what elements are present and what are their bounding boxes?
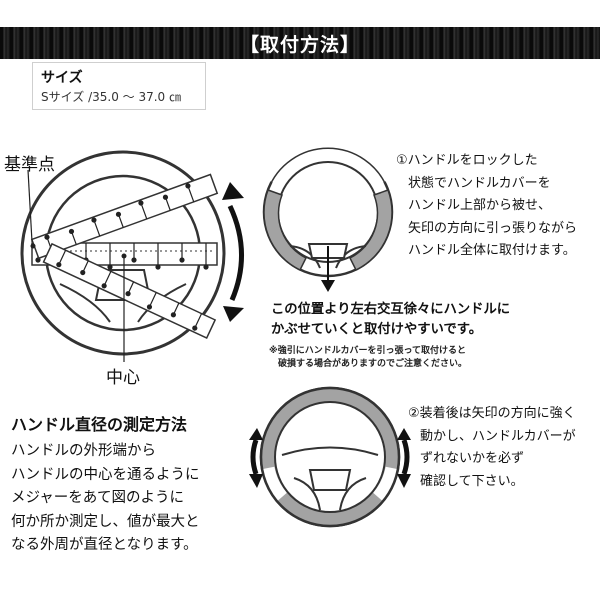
step2-line: 確認して下さい。 xyxy=(420,473,524,489)
measure-line: 何か所か測定し、値が最大と xyxy=(11,513,200,530)
install-wheel-diagram xyxy=(262,144,394,292)
tip-line: この位置より左右交互徐々にハンドルに xyxy=(271,302,511,317)
measure-line: ハンドルの中心を通るように xyxy=(11,466,200,483)
caution-note: ※強引にハンドルカバーを引っ張って取付けると 破損する場合がありますのでご注意く… xyxy=(269,345,467,371)
tip-line: かぶせていくと取付けやすいです。 xyxy=(271,322,483,337)
step2-line: 動かし、ハンドルカバーが xyxy=(420,428,576,444)
install-tip: この位置より左右交互徐々にハンドルに かぶせていくと取付けやすいです。 xyxy=(271,300,510,340)
step2-instructions: ②装着後は矢印の方向に強く 動かし、ハンドルカバーが ずれないかを必ず 確認して… xyxy=(408,403,576,493)
size-heading: サイズ xyxy=(41,70,83,86)
measure-instructions: ハンドルの外形端から ハンドルの中心を通るように メジャーをあて図のように 何か… xyxy=(11,440,200,558)
step1-line: ハンドル上部から被せ、 xyxy=(408,198,552,213)
note-line: 破損する場合がありますのでご注意ください。 xyxy=(269,359,468,369)
measure-heading: ハンドル直径の測定方法 xyxy=(11,415,188,434)
step1-instructions: ①ハンドルをロックした 状態でハンドルカバーを ハンドル上部から被せ、 矢印の方… xyxy=(396,150,577,263)
step2-line: ずれないかを必ず xyxy=(420,451,525,466)
step1-line: 状態でハンドルカバーを xyxy=(408,175,551,191)
measure-line: メジャーをあて図のように xyxy=(11,490,184,506)
measure-line: なる外周が直径となります。 xyxy=(11,537,198,553)
center-label: 中心 xyxy=(106,368,140,388)
page-title: 【取付方法】 xyxy=(239,33,360,56)
step1-line: 矢印の方向に引っ張りながら xyxy=(408,220,578,236)
size-range: Sサイズ /35.0 ～ 37.0 ㎝ xyxy=(41,90,181,104)
note-line: ※強引にハンドルカバーを引っ張って取付けると xyxy=(269,346,467,356)
measure-wheel-diagram xyxy=(20,150,244,362)
step1-line: ハンドル全体に取付けます。 xyxy=(408,243,576,258)
step1-line: ①ハンドルをロックした xyxy=(396,153,538,168)
size-info-box: サイズ Sサイズ /35.0 ～ 37.0 ㎝ xyxy=(32,62,206,110)
installed-wheel-diagram xyxy=(249,386,411,528)
step2-line: ②装着後は矢印の方向に強く xyxy=(408,406,576,421)
reference-point-label: 基準点 xyxy=(4,155,55,175)
measure-line: ハンドルの外形端から xyxy=(11,443,156,459)
title-banner: 【取付方法】 xyxy=(0,27,600,59)
